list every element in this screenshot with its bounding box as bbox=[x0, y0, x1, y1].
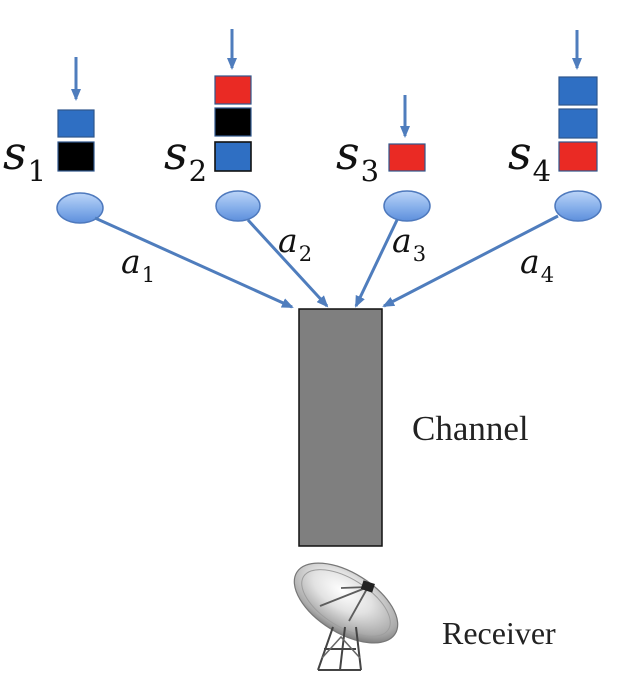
channel-label: Channel bbox=[412, 409, 529, 448]
source-4-packet-middle bbox=[558, 108, 598, 139]
receiver-label: Receiver bbox=[442, 615, 556, 651]
action-3-label: a3 bbox=[392, 221, 426, 266]
source-4-link-arrow bbox=[382, 214, 559, 308]
source-1-packet-top bbox=[57, 109, 95, 138]
source-4-node bbox=[554, 190, 602, 222]
satellite-dish-icon bbox=[293, 562, 399, 671]
source-3-label: s3 bbox=[336, 126, 379, 188]
action-1-label: a1 bbox=[121, 242, 155, 287]
source-2-link-arrow bbox=[246, 218, 329, 308]
source-1-link-arrow bbox=[94, 216, 294, 309]
source-2-packet-top bbox=[214, 75, 252, 105]
action-2-label: a2 bbox=[278, 221, 312, 266]
source-4-label: s4 bbox=[508, 126, 551, 188]
source-1-packet-bottom bbox=[57, 141, 95, 172]
source-1-node bbox=[56, 192, 104, 224]
source-4-packet-top bbox=[558, 76, 598, 106]
source-3-node bbox=[383, 190, 431, 222]
action-4-label: a4 bbox=[520, 242, 554, 287]
channel-block bbox=[298, 308, 383, 547]
source-2-label: s2 bbox=[164, 126, 207, 188]
source-2-packet-middle bbox=[214, 107, 252, 137]
source-2-node bbox=[215, 190, 261, 222]
source-4-packet-bottom bbox=[558, 141, 598, 172]
source-2-packet-bottom bbox=[214, 141, 252, 172]
source-3-packet bbox=[388, 143, 426, 172]
source-3-link-arrow bbox=[354, 219, 399, 308]
source-1-label: s1 bbox=[3, 126, 46, 188]
